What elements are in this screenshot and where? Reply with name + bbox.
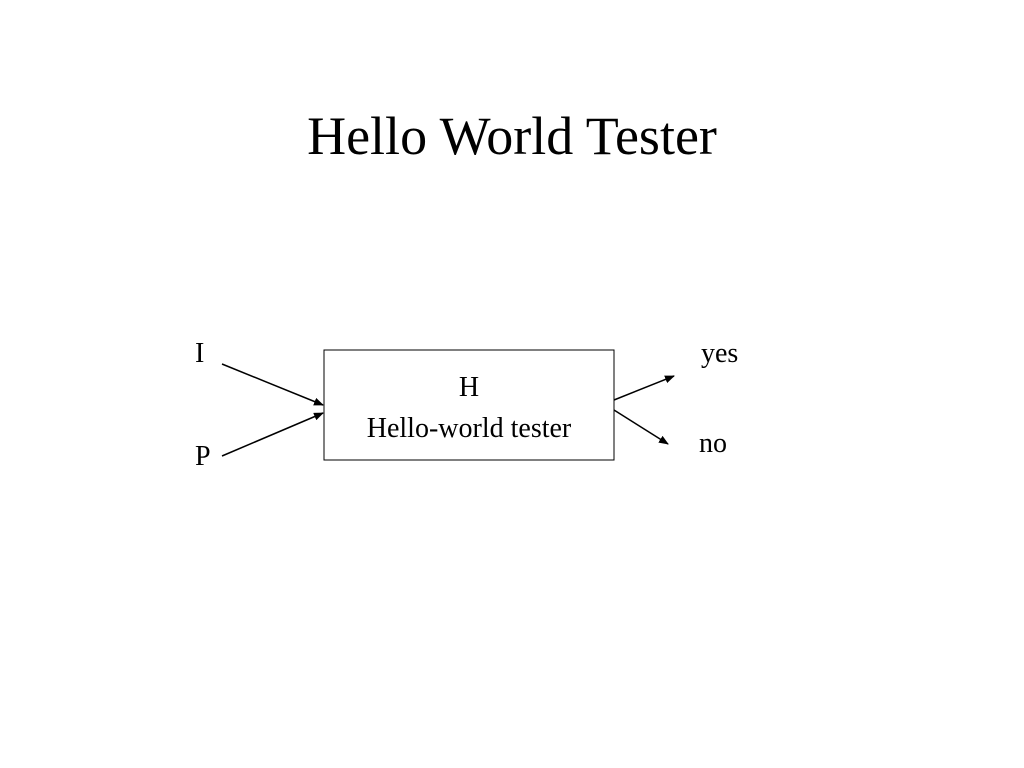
output-label-no: no xyxy=(699,428,727,459)
tester-box xyxy=(323,349,615,461)
tester-box-symbol: H xyxy=(459,372,479,403)
output-arrow-no xyxy=(613,409,669,445)
tester-box-name: Hello-world tester xyxy=(367,413,572,444)
input-label-i: I xyxy=(195,338,204,369)
input-arrow-p xyxy=(221,412,324,457)
input-arrow-i xyxy=(221,363,324,406)
output-label-yes: yes xyxy=(701,338,738,369)
output-arrow-yes xyxy=(613,375,675,401)
slide-title: Hello World Tester xyxy=(307,106,717,166)
input-label-p: P xyxy=(195,441,211,472)
